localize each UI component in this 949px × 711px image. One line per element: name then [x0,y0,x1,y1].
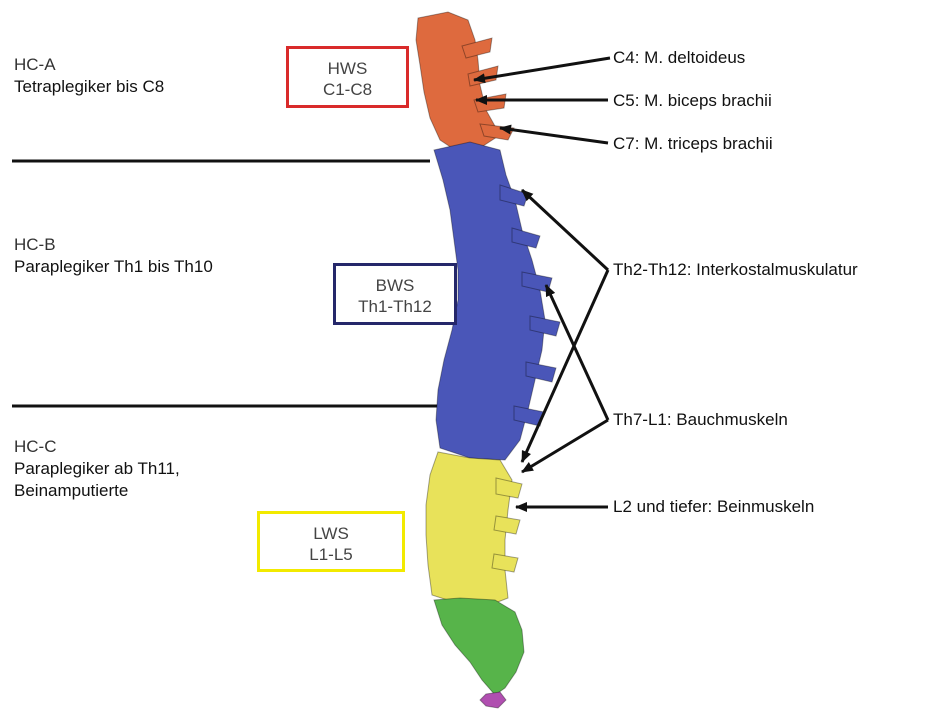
annotation-th2-th12: Th2-Th12: Interkostalmuskulatur [613,259,858,281]
region-box-hws: HWS C1-C8 [286,46,409,108]
arrow-th2 [522,190,608,270]
class-code: HC-C [14,436,180,458]
region-name: HWS [289,58,406,79]
class-hc-a: HC-A Tetraplegiker bis C8 [14,54,164,98]
annotation-c4: C4: M. deltoideus [613,47,745,69]
arrow-th7 [546,285,608,420]
arrow-l1 [522,420,608,472]
annotation-th7-l1: Th7-L1: Bauchmuskeln [613,409,788,431]
lumbar-spine [426,452,522,605]
class-description: Tetraplegiker bis C8 [14,76,164,98]
arrow-c7 [500,128,608,143]
region-name: BWS [336,275,454,296]
class-code: HC-A [14,54,164,76]
annotation-l2: L2 und tiefer: Beinmuskeln [613,496,814,518]
class-code: HC-B [14,234,213,256]
cervical-spine [416,12,514,150]
class-description: Beinamputierte [14,480,180,502]
region-box-lws: LWS L1-L5 [257,511,405,572]
annotation-c5: C5: M. biceps brachii [613,90,772,112]
region-name: LWS [260,523,402,544]
region-box-bws: BWS Th1-Th12 [333,263,457,325]
region-range: L1-L5 [260,544,402,565]
class-description: Paraplegiker Th1 bis Th10 [14,256,213,278]
coccyx [480,692,506,708]
annotation-c7: C7: M. triceps brachii [613,133,773,155]
region-range: C1-C8 [289,79,406,100]
sacrum [434,598,524,695]
class-hc-c: HC-C Paraplegiker ab Th11, Beinamputiert… [14,436,180,502]
class-description: Paraplegiker ab Th11, [14,458,180,480]
class-hc-b: HC-B Paraplegiker Th1 bis Th10 [14,234,213,278]
region-range: Th1-Th12 [336,296,454,317]
